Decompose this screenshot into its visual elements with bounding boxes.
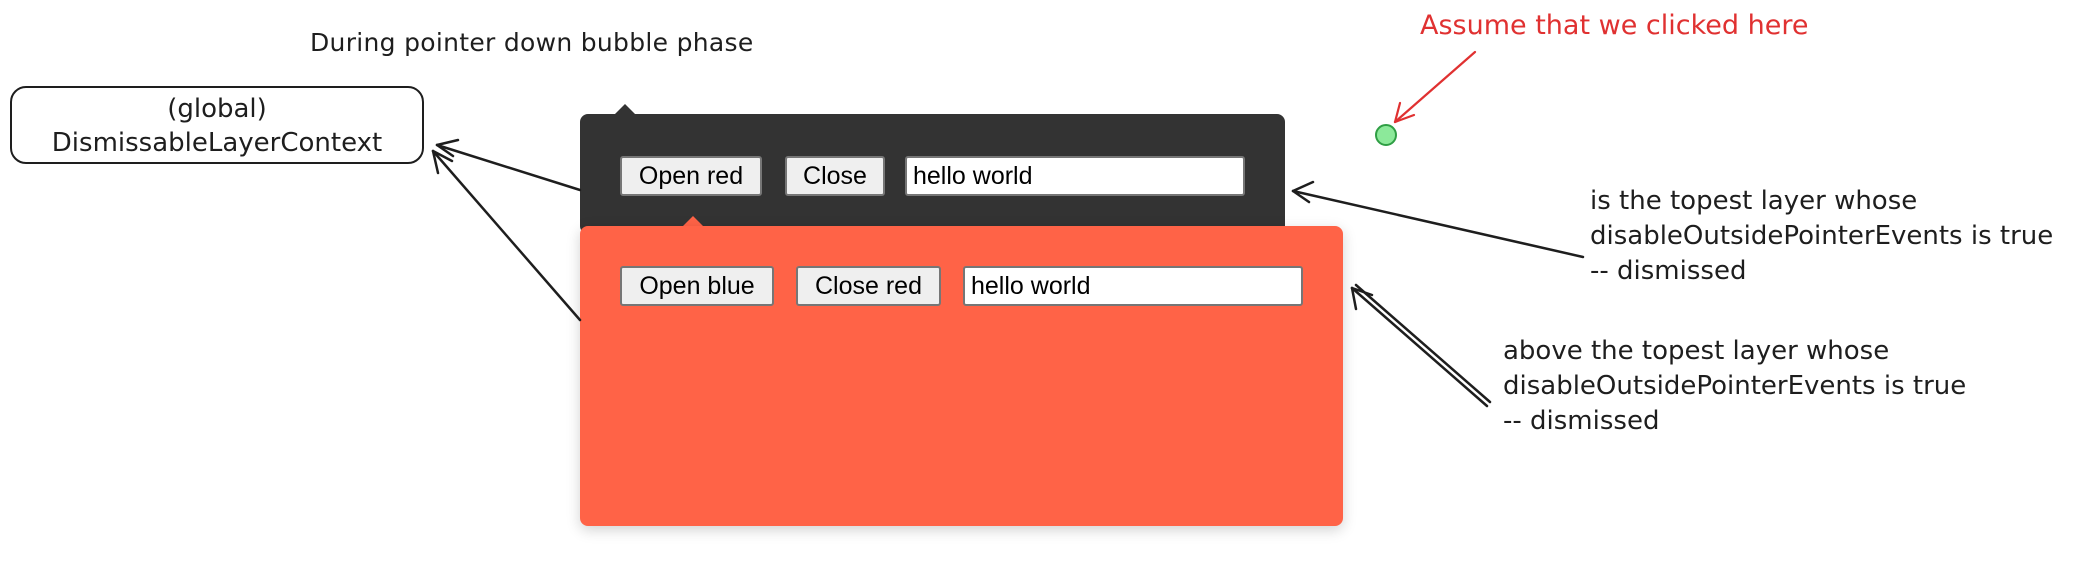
note-above-line-3: -- dismissed	[1503, 406, 1660, 436]
note-topest-layer: is the topest layer whose disableOutside…	[1590, 184, 2053, 289]
arrow-click-pointer-head	[1393, 101, 1416, 124]
red-popover: Open blue Close red	[580, 226, 1343, 526]
arrow-click-pointer	[1393, 50, 1477, 124]
note-above-line-1: above the topest layer whose	[1503, 336, 1890, 366]
click-point-dot	[1375, 124, 1397, 146]
note-topest-line-1: is the topest layer whose	[1590, 186, 1918, 216]
open-red-button[interactable]: Open red	[620, 156, 762, 196]
diagram-title: During pointer down bubble phase	[310, 28, 754, 57]
open-blue-button[interactable]: Open blue	[620, 266, 774, 306]
arrow-note-to-red-head	[1350, 286, 1374, 311]
arrow-red-to-context	[431, 149, 582, 322]
arrow-note-to-dark-head	[1291, 180, 1315, 204]
red-popover-text-input[interactable]	[963, 266, 1303, 306]
note-topest-line-3: -- dismissed	[1590, 256, 1747, 286]
dark-popover-text-input[interactable]	[905, 156, 1245, 196]
dark-popover: Open red Close	[580, 114, 1285, 234]
close-red-button[interactable]: Close red	[796, 266, 941, 306]
arrow-dark-to-context-head	[435, 138, 460, 158]
red-popover-arrow	[682, 216, 704, 227]
arrow-dark-to-context	[435, 143, 582, 192]
dismissable-layer-context-box: (global) DismissableLayerContext	[10, 86, 424, 164]
dark-popover-arrow	[614, 104, 636, 115]
context-box-line-2: DismissableLayerContext	[51, 128, 383, 158]
note-topest-line-2: disableOutsidePointerEvents is true	[1590, 221, 2054, 251]
context-box-line-1: (global)	[167, 94, 267, 124]
note-above-topest-layer: above the topest layer whose disableOuts…	[1503, 334, 1966, 439]
click-annotation: Assume that we clicked here	[1420, 10, 1809, 41]
arrow-note-to-dark	[1291, 189, 1585, 259]
note-above-line-2: disableOutsidePointerEvents is true	[1503, 371, 1967, 401]
arrow-note-to-red	[1350, 283, 1492, 408]
close-button[interactable]: Close	[785, 156, 885, 196]
arrow-red-to-context-head	[431, 149, 454, 175]
